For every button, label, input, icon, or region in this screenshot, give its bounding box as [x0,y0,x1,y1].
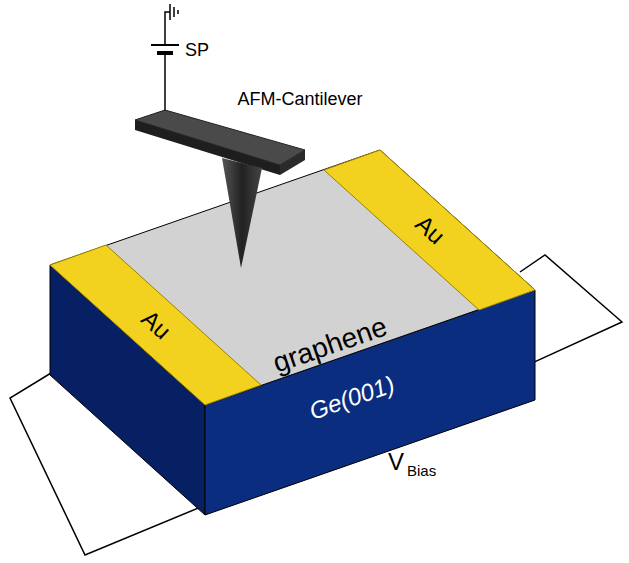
afm-tip [222,158,262,268]
gold-contact [324,150,535,310]
part-label: AFM-Cantilever [237,90,362,108]
source-label: SP [185,41,209,59]
graphene-sheet [50,150,535,405]
cantilever [135,110,305,165]
signal-label: V [388,450,404,474]
ground-symbol [170,4,178,20]
signal-subscript: Bias [407,463,436,478]
sp-wire [165,12,170,118]
battery-symbol [151,45,179,53]
cantilever [280,150,305,175]
gold-contact [50,245,261,405]
